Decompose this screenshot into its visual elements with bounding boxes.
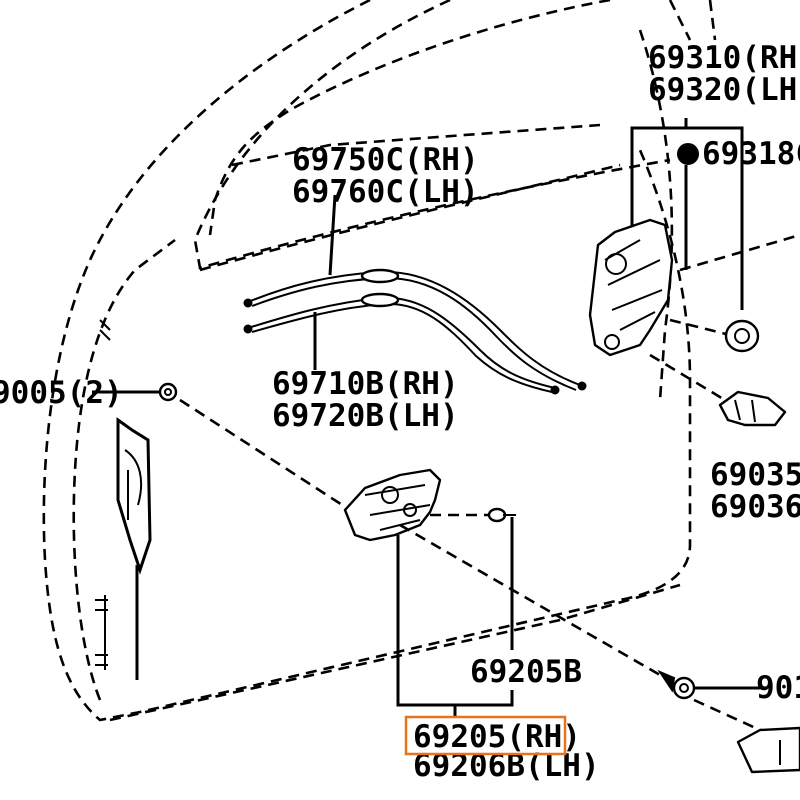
door-edge-part xyxy=(736,726,800,774)
outside-handle-rh-label: 69310(RH) xyxy=(648,40,800,76)
door-rear-dash-3 xyxy=(708,0,717,41)
door-lower-edge xyxy=(109,583,681,722)
cap-part-icon xyxy=(724,319,760,353)
window-run-line xyxy=(199,163,621,272)
window-run-leader xyxy=(328,194,337,276)
striker-label: 69205B xyxy=(470,654,582,690)
hinge-side-marks xyxy=(95,319,111,666)
window-run-lh-label: 69760C(LH) xyxy=(292,174,479,210)
cap-dot-icon xyxy=(677,143,699,165)
screw-right-icon xyxy=(657,669,696,700)
door-rear-dash-2 xyxy=(668,0,692,41)
window-run-inner-line xyxy=(231,123,601,167)
hinge-pillar xyxy=(116,417,152,575)
screw-left-icon xyxy=(158,382,178,402)
striker-screw-icon xyxy=(487,507,516,523)
cable-rh-label: 69710B(RH) xyxy=(272,366,459,402)
control-cables xyxy=(243,268,587,395)
highlight-box xyxy=(404,715,567,756)
lock-screw-guide xyxy=(399,523,661,677)
door-rear-edge xyxy=(638,29,674,401)
window-frame-outer xyxy=(193,0,671,270)
outside-handle-lh-label: 69320(LH) xyxy=(648,72,800,108)
cable-lh-label: 69720B(LH) xyxy=(272,398,459,434)
window-run-rh-label: 69750C(RH) xyxy=(292,142,479,178)
frame-bracket-part xyxy=(718,390,787,427)
window-frame-inner xyxy=(208,0,611,236)
frame-2-label: 69036A xyxy=(710,489,800,525)
door-lock-part xyxy=(343,468,442,542)
frame-1-label: 69035A xyxy=(710,457,800,493)
outside-handle-part xyxy=(588,218,674,357)
lock-rh-label: 69205(RH) xyxy=(413,719,581,755)
screw-right-guide xyxy=(693,698,761,732)
frame-guide xyxy=(649,353,726,402)
door-inner-outline xyxy=(72,238,176,701)
door-rear-dash-1 xyxy=(679,233,800,272)
screw-left-label: 9005(2) xyxy=(0,375,123,411)
screw-left-guide xyxy=(179,398,351,512)
hinge-detail xyxy=(124,449,143,520)
screw-right-label: 901 xyxy=(756,670,800,706)
handle-guide xyxy=(669,318,731,337)
cap-label: 69318C xyxy=(702,136,800,172)
door-outer-outline xyxy=(42,0,692,722)
